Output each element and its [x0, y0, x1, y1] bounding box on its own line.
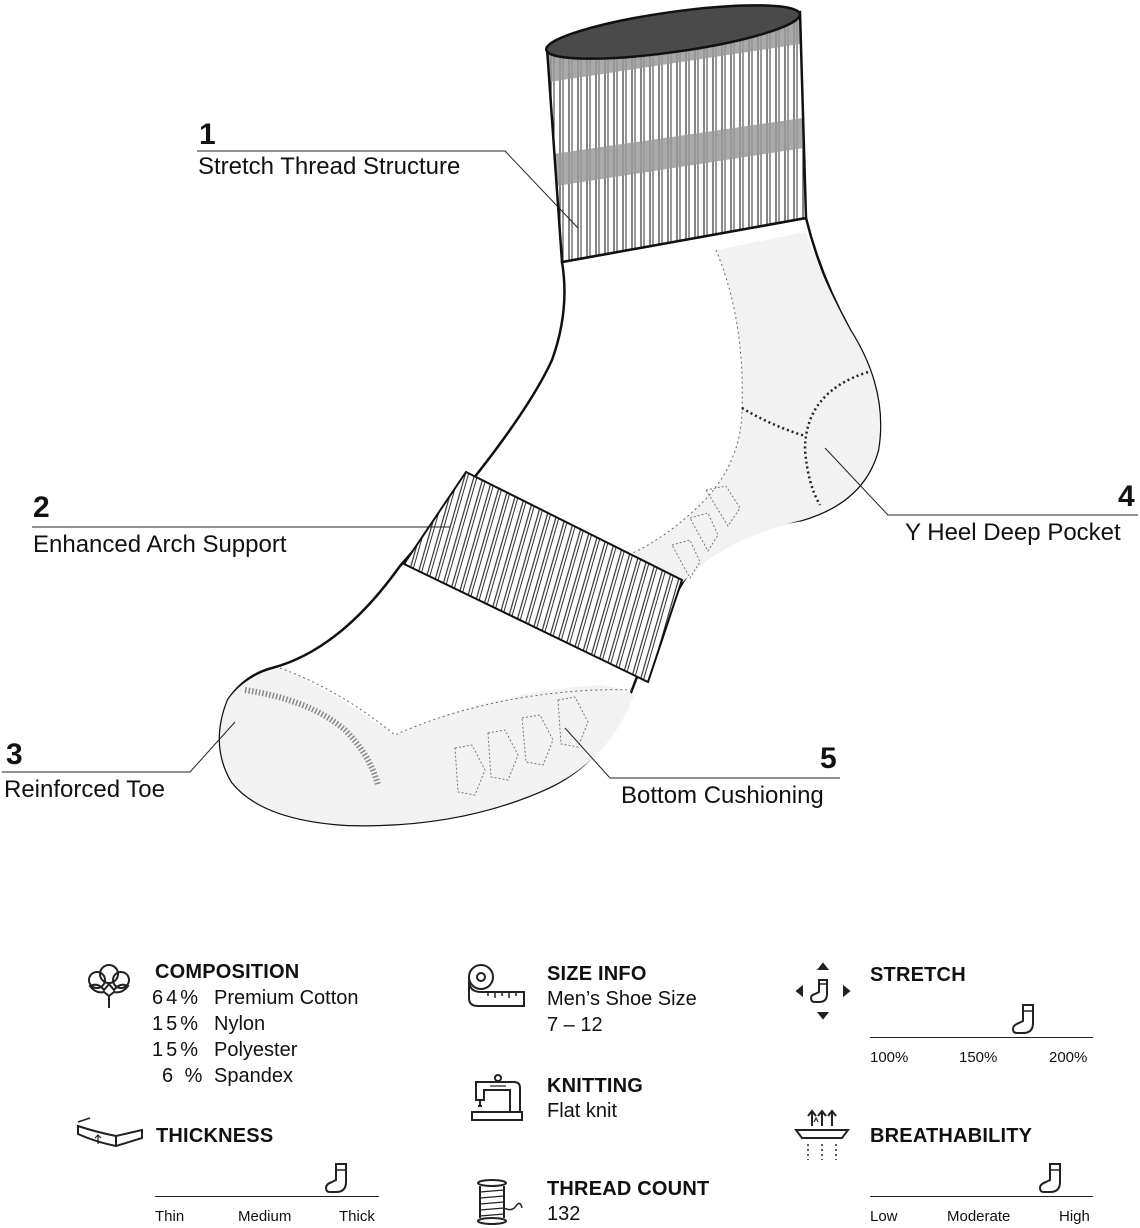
- measuring-tape-icon: [468, 964, 525, 1007]
- size-info-title: SIZE INFO: [547, 963, 647, 985]
- callout-1-number: 1: [199, 118, 216, 151]
- thickness-label-mid: Medium: [238, 1208, 292, 1225]
- stretch-sock-icon: [795, 962, 851, 1020]
- breathability-scale-line: [870, 1196, 1093, 1197]
- callout-5-number: 5: [820, 742, 837, 775]
- callout-3-number: 3: [6, 738, 23, 771]
- sock-diagram: [2, 4, 1138, 827]
- size-info-line2: 7 – 12: [547, 1014, 603, 1036]
- arch-support-band: [402, 470, 684, 684]
- knitting-title: KNITTING: [547, 1075, 644, 1097]
- stretch-label-mid: 150%: [959, 1049, 998, 1066]
- sewing-machine-icon: [471, 1074, 523, 1121]
- breathability-label-high: High: [1059, 1208, 1090, 1225]
- thickness-level-sock-icon: [324, 1163, 347, 1193]
- stretch-label-high: 200%: [1049, 1049, 1088, 1066]
- composition-percent: 15%: [152, 1013, 202, 1035]
- breathability-title: BREATHABILITY: [870, 1125, 1033, 1147]
- heel-area: [615, 232, 881, 585]
- callout-4-number: 4: [1118, 480, 1135, 513]
- thread-spool-icon: [477, 1179, 523, 1225]
- sock-opening: [544, 4, 802, 60]
- callout-5-label: Bottom Cushioning: [621, 782, 824, 809]
- composition-percent: 6 %: [162, 1065, 206, 1087]
- airflow-icon: [794, 1109, 850, 1160]
- composition-item: 64% Premium Cotton: [152, 985, 359, 1011]
- composition-material: Nylon: [214, 1013, 266, 1035]
- breathability-level-sock-icon: [1038, 1163, 1061, 1193]
- stretch-scale: 100% 150% 200%: [870, 1001, 1093, 1069]
- composition-title: COMPOSITION: [155, 961, 300, 983]
- thickness-scale: Thin Medium Thick: [155, 1160, 379, 1228]
- stretch-title: STRETCH: [870, 964, 966, 986]
- callout-4-label: Y Heel Deep Pocket: [905, 519, 1121, 546]
- composition-percent: 15%: [152, 1039, 202, 1061]
- knitting-value: Flat knit: [547, 1100, 618, 1122]
- thickness-title: THICKNESS: [156, 1125, 274, 1147]
- callout-2-number: 2: [33, 491, 50, 524]
- fabric-layer-icon: [77, 1117, 143, 1148]
- callout-2-label: Enhanced Arch Support: [33, 531, 287, 558]
- thickness-label-high: Thick: [339, 1208, 375, 1225]
- composition-material: Premium Cotton: [214, 987, 359, 1009]
- thread-count-value: 132: [547, 1203, 581, 1225]
- thickness-label-low: Thin: [155, 1208, 185, 1225]
- breathability-label-mid: Moderate: [947, 1208, 1011, 1225]
- composition-percent: 64%: [152, 987, 202, 1009]
- toe-area: [219, 668, 634, 826]
- size-info-line1: Men’s Shoe Size: [547, 988, 697, 1010]
- thread-count-title: THREAD COUNT: [547, 1178, 710, 1200]
- stretch-label-low: 100%: [870, 1049, 909, 1066]
- breathability-label-low: Low: [870, 1208, 898, 1225]
- composition-item: 15% Polyester: [152, 1037, 359, 1063]
- stretch-scale-line: [870, 1037, 1093, 1038]
- composition-material: Spandex: [214, 1065, 293, 1087]
- breathability-scale: Low Moderate High: [870, 1160, 1093, 1228]
- thickness-scale-line: [155, 1196, 379, 1197]
- cotton-plant-icon: [88, 964, 130, 1008]
- callout-3-label: Reinforced Toe: [4, 776, 165, 803]
- composition-item: 6 % Spandex: [152, 1063, 359, 1089]
- composition-material: Polyester: [214, 1039, 298, 1061]
- stretch-level-sock-icon: [1011, 1004, 1034, 1034]
- callout-1-label: Stretch Thread Structure: [198, 153, 461, 180]
- composition-item: 15% Nylon: [152, 1011, 359, 1037]
- composition-list: 64% Premium Cotton 15% Nylon 15% Polyest…: [152, 985, 359, 1089]
